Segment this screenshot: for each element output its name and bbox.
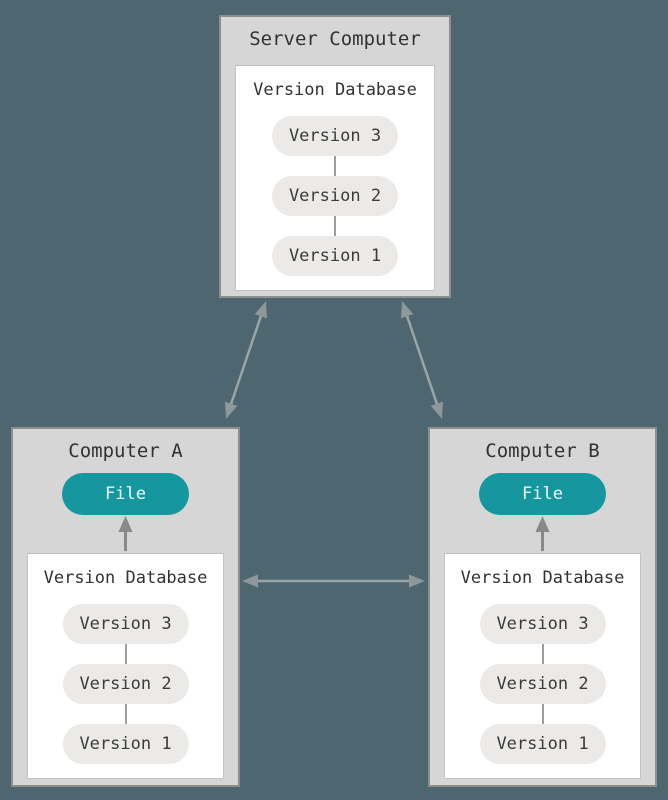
server-version-1-pill: Version 1 [272, 236, 398, 276]
computer-b-version-2-pill: Version 2 [479, 664, 606, 704]
server-version-list: Version 3 Version 2 Version 1 [236, 116, 434, 276]
version-connector-line [124, 644, 127, 664]
computer-b-version-3-pill: Version 3 [479, 604, 606, 644]
server-version-database-panel: Version Database Version 3 Version 2 Ver… [235, 65, 435, 291]
arrow-server-computer-b [401, 301, 443, 419]
computer-a-version-3-pill: Version 3 [62, 604, 189, 644]
version-connector-line [541, 644, 544, 664]
computer-b-file-pill: File [479, 473, 606, 515]
computer-a-node: Computer A File Version Database Version… [11, 427, 240, 787]
computer-b-arrow-gap [430, 515, 655, 553]
computer-a-file-pill: File [62, 473, 189, 515]
computer-a-version-database-panel: Version Database Version 3 Version 2 Ver… [27, 553, 224, 779]
arrow-server-computer-a [225, 301, 267, 419]
computer-b-title: Computer B [485, 440, 600, 462]
computer-a-version-1-pill: Version 1 [62, 724, 189, 764]
version-connector-line [124, 704, 127, 724]
computer-a-title: Computer A [68, 440, 183, 462]
computer-b-node: Computer B File Version Database Version… [428, 427, 657, 787]
computer-a-version-2-pill: Version 2 [62, 664, 189, 704]
computer-a-arrow-gap [13, 515, 238, 553]
server-version-3-pill: Version 3 [272, 116, 398, 156]
server-computer-node: Server Computer Version Database Version… [219, 15, 451, 298]
computer-b-version-1-pill: Version 1 [479, 724, 606, 764]
arrow-computer-a-computer-b [242, 574, 425, 588]
computer-a-version-database-title: Version Database [43, 568, 208, 588]
version-connector-line [334, 156, 336, 176]
version-connector-line [541, 704, 544, 724]
computer-b-version-list: Version 3 Version 2 Version 1 [445, 604, 640, 764]
computer-b-version-database-panel: Version Database Version 3 Version 2 Ver… [444, 553, 641, 779]
version-connector-line [334, 216, 336, 236]
server-version-2-pill: Version 2 [272, 176, 398, 216]
server-version-database-title: Version Database [253, 80, 417, 100]
computer-b-version-database-title: Version Database [460, 568, 625, 588]
computer-a-version-list: Version 3 Version 2 Version 1 [28, 604, 223, 764]
server-computer-title: Server Computer [249, 28, 421, 50]
